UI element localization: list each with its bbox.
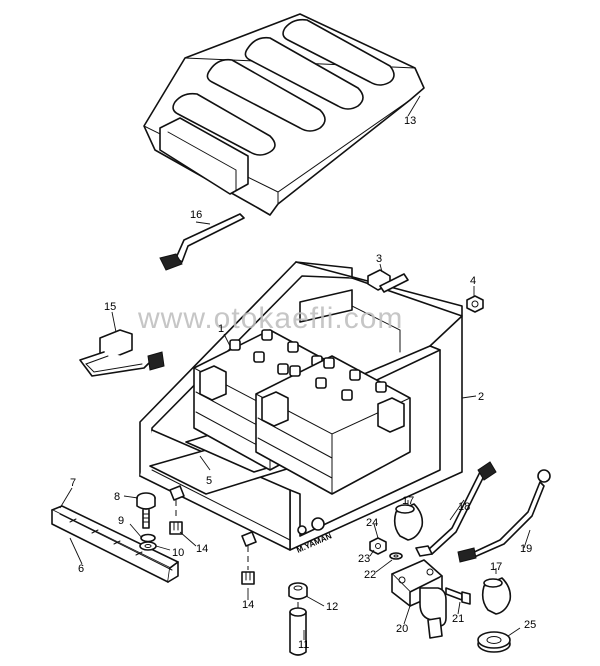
callout-9: 9: [118, 515, 124, 527]
rail-6-7: [51, 505, 179, 583]
callout-25: 25: [524, 619, 536, 631]
callout-19: 19: [520, 543, 532, 555]
callout-5: 5: [206, 475, 212, 487]
callout-4: 4: [470, 275, 476, 287]
callout-21: 21: [452, 613, 464, 625]
callout-8: 8: [114, 491, 120, 503]
nut-4: [466, 295, 484, 313]
callout-17: 17: [402, 495, 414, 507]
terminal-block-20: [391, 559, 447, 639]
bolt-8: [136, 492, 156, 529]
callout-6: 6: [78, 563, 84, 575]
callout-3: 3: [376, 253, 382, 265]
callout-23: 23: [358, 553, 370, 565]
callout-22: 22: [364, 569, 376, 581]
bolt-3: [367, 269, 409, 293]
callout-7: 7: [70, 477, 76, 489]
callout-14: 14: [242, 599, 254, 611]
callout-16: 16: [190, 209, 202, 221]
clip-14-left: [169, 485, 185, 535]
callout-13: 13: [404, 115, 416, 127]
hose-clamp-12: [288, 582, 308, 600]
callout-15: 15: [104, 301, 116, 313]
callout-17: 17: [490, 561, 502, 573]
battery-cover: [143, 13, 425, 216]
hose-11: [289, 602, 307, 656]
callout-18: 18: [458, 501, 470, 513]
leader-lines: [59, 95, 531, 640]
bolt-21: [445, 587, 471, 605]
battery-right: [255, 355, 411, 495]
washer-22: [389, 552, 403, 560]
callout-10: 10: [172, 547, 184, 559]
cable-19: [457, 469, 551, 563]
terminal-cap-17-upper: [393, 503, 424, 541]
clip-14-bottom: [241, 531, 257, 585]
terminal-cap-17-lower: [481, 577, 512, 615]
cable-18: [415, 461, 497, 557]
callout-12: 12: [326, 601, 338, 613]
sensor-lead-15: [79, 329, 165, 377]
callout-20: 20: [396, 623, 408, 635]
callout-14: 14: [196, 543, 208, 555]
callout-24: 24: [366, 517, 378, 529]
cable-16: [159, 213, 245, 271]
callout-2: 2: [478, 391, 484, 403]
watermark: www.otokaefli.com: [137, 302, 403, 335]
callout-1: 1: [218, 323, 224, 335]
callout-labels: 1 2 3 4 5 6 7 8 9 10 11 12 13 14 14 15 1…: [70, 115, 536, 651]
washers-9-10: [139, 533, 157, 551]
callout-11: 11: [298, 639, 309, 651]
grommet-25: [477, 631, 511, 653]
